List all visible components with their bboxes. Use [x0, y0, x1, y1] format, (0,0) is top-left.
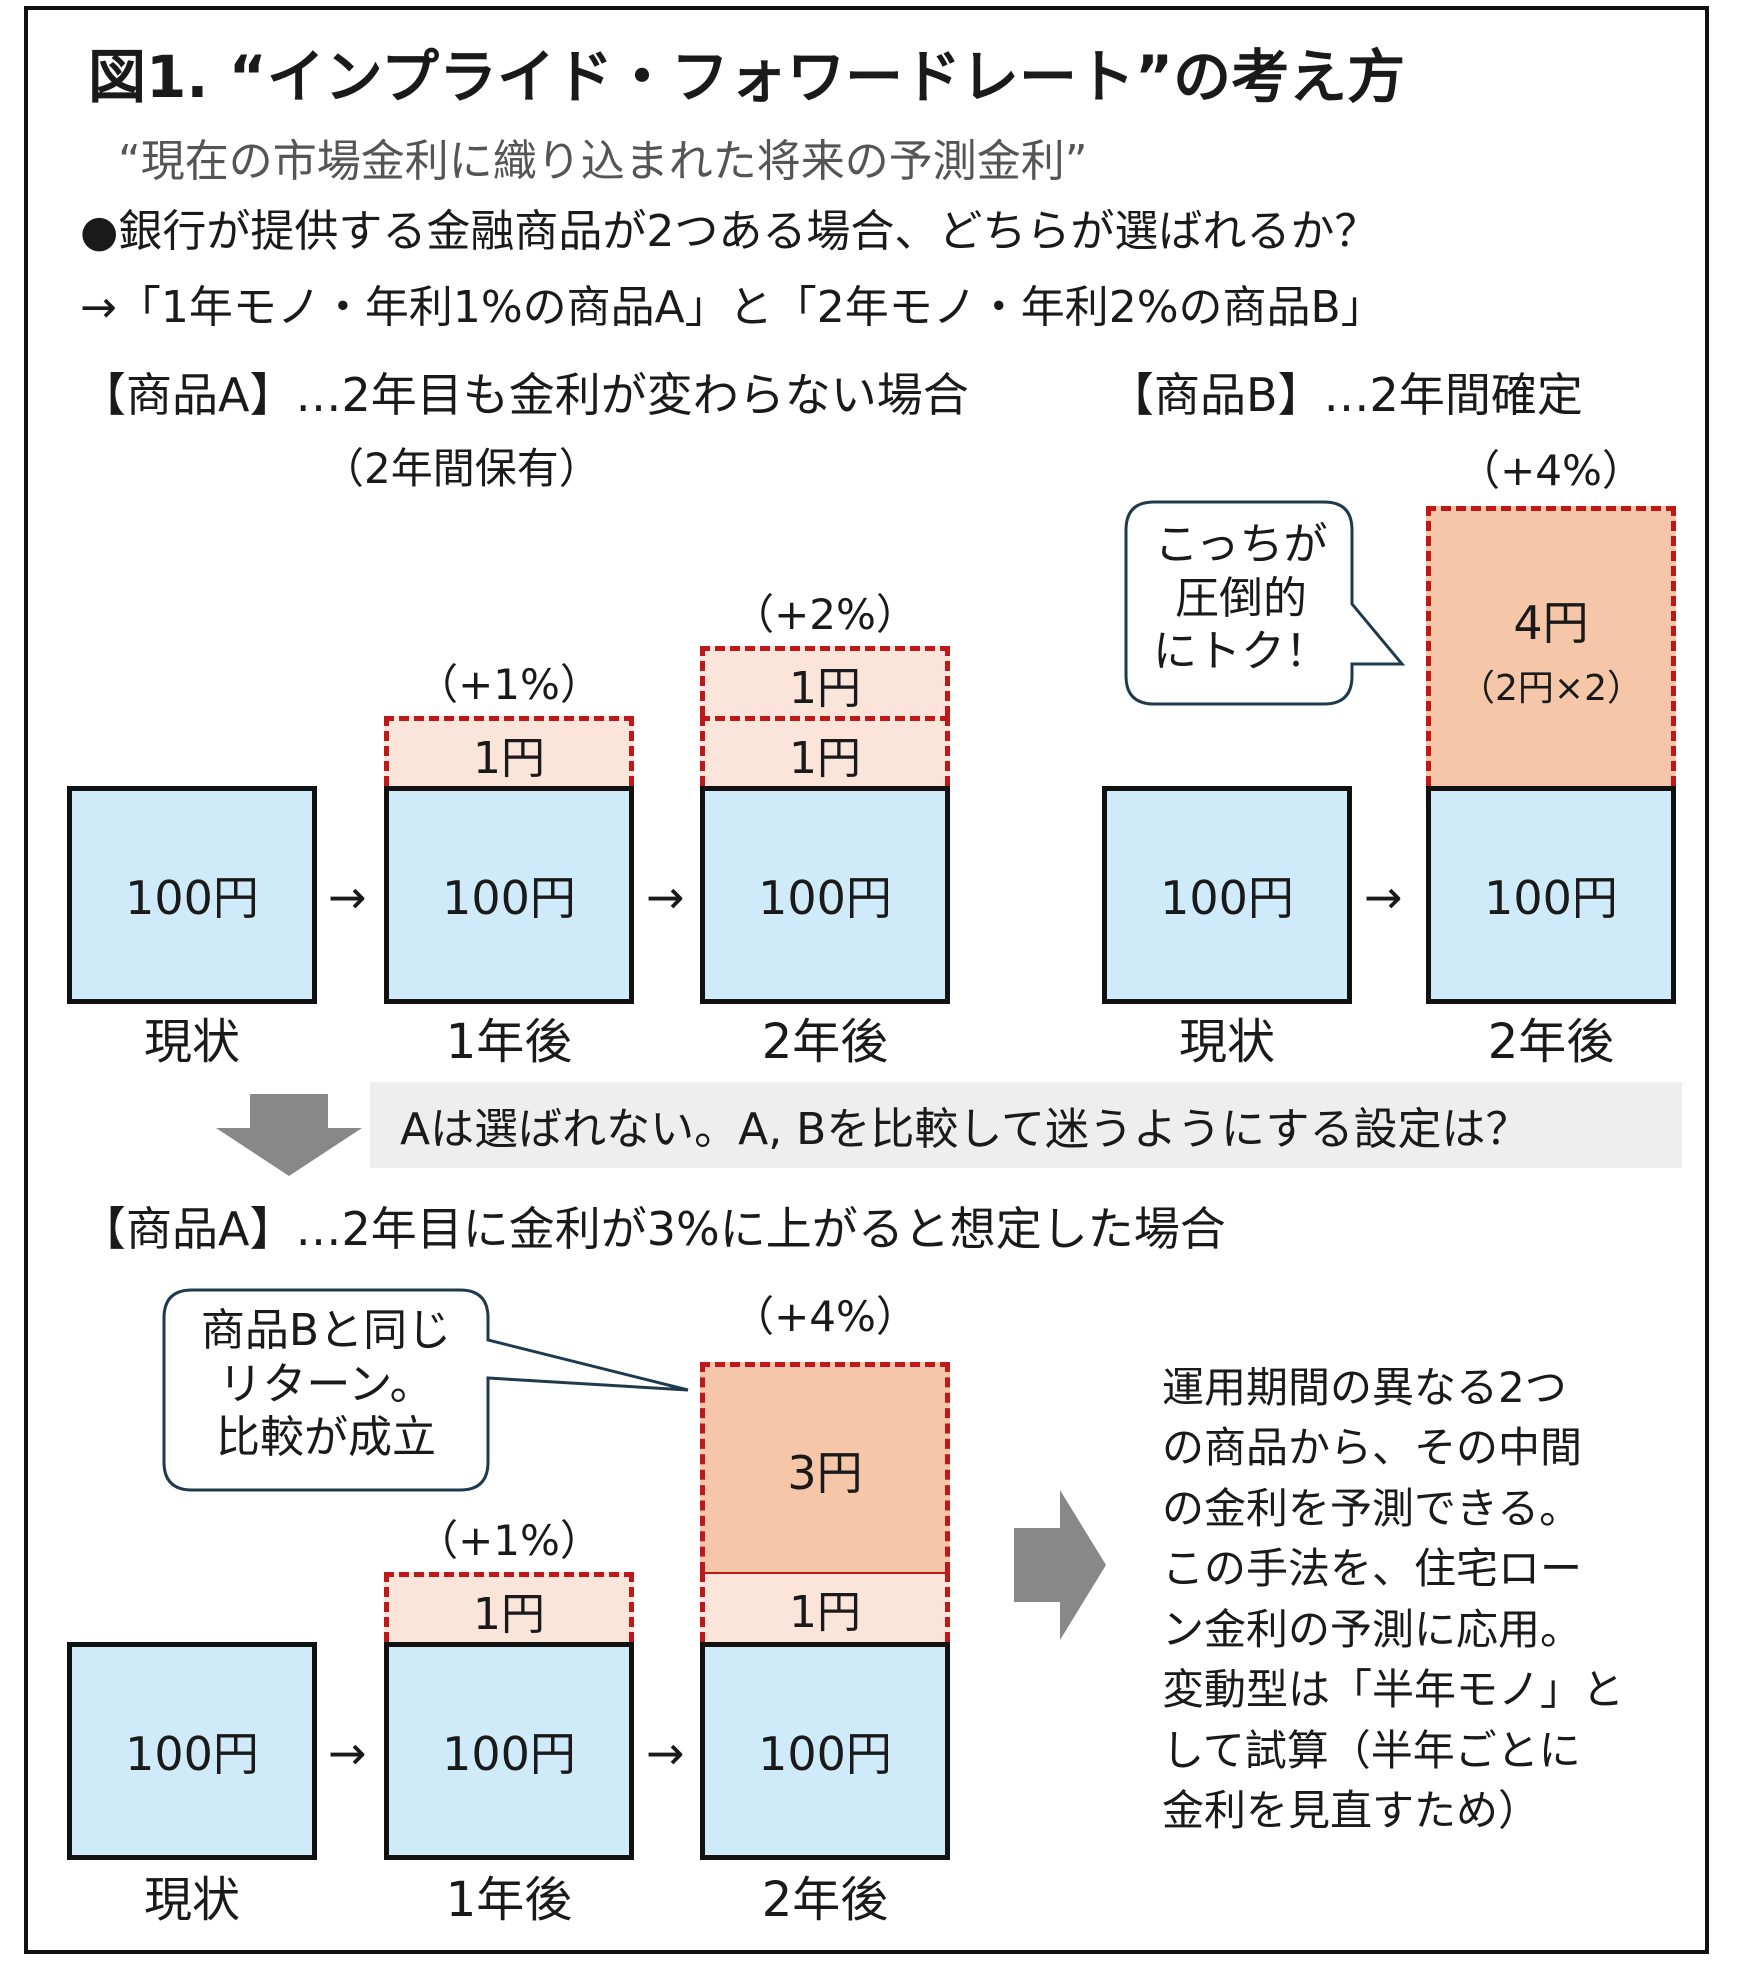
- a2-label-year2: 2年後: [761, 1872, 889, 1928]
- a-label-now: 現状: [143, 1014, 240, 1070]
- a-year2-interest-top: 1円: [700, 646, 950, 716]
- products-text: →「1年モノ・年利1%の商品A」と「2年モノ・年利2%の商品B」: [80, 282, 1385, 333]
- a2-year1-base: 100円: [384, 1642, 634, 1860]
- speech-bubble-b: [1124, 500, 1406, 706]
- bubble-b-line: こっちが: [1154, 519, 1328, 570]
- a-now-base: 100円: [67, 786, 317, 1004]
- right-arrow-icon: [1014, 1490, 1106, 1640]
- a-year1-base: 100円: [384, 786, 634, 1004]
- bubble-b-line: にトク！: [1153, 626, 1329, 678]
- bubble-b-text: こっちが 圧倒的 にトク！: [1128, 518, 1354, 679]
- a2-year2-interest-bottom: 1円: [700, 1572, 950, 1642]
- section-a-sub: （2年間保有）: [322, 444, 601, 493]
- a2-label-now: 現状: [143, 1872, 240, 1928]
- b-year2-base: 100円: [1426, 786, 1676, 1004]
- a2-arrow-2: →: [646, 1726, 685, 1780]
- a-arrow-2: →: [646, 870, 685, 924]
- a2-year2-interest-top: 3円: [700, 1362, 950, 1572]
- transition-note: Aは選ばれない。A, Bを比較して迷うようにする設定は？: [370, 1082, 1682, 1168]
- conclusion-line: 金利を見直すため）: [1162, 1786, 1541, 1836]
- conclusion-line: して試算（半年ごとに: [1162, 1725, 1581, 1775]
- b-arrow: →: [1364, 870, 1403, 924]
- a2-year2-pct: （+4%）: [732, 1292, 918, 1341]
- section-b-header: 【商品B】…2年間確定: [1108, 368, 1583, 422]
- a2-year1-pct: （+1%）: [416, 1516, 602, 1565]
- a-year2-interest-bottom: 1円: [700, 716, 950, 786]
- down-arrow-icon: [216, 1094, 362, 1176]
- conclusion-text: 運用期間の異なる2つ の商品から、その中間 の金利を予測できる。 この手法を、住…: [1162, 1358, 1632, 1842]
- a2-year2-base: 100円: [700, 1642, 950, 1860]
- bubble-b-line: 圧倒的: [1175, 572, 1307, 624]
- question-text: ●銀行が提供する金融商品が2つある場合、どちらが選ばれるか？: [80, 206, 1379, 257]
- bubble-a2-line: 商品Bと同じ: [200, 1305, 452, 1356]
- a2-arrow-1: →: [328, 1726, 367, 1780]
- section-a-header: 【商品A】…2年目も金利が変わらない場合: [80, 368, 969, 422]
- conclusion-line: 運用期間の異なる2つ: [1162, 1363, 1567, 1412]
- figure-subtitle: “現在の市場金利に織り込まれた将来の予測金利”: [118, 136, 1088, 187]
- b-label-year2: 2年後: [1487, 1014, 1615, 1070]
- conclusion-line: ン金利の予測に応用。: [1162, 1604, 1583, 1654]
- a-year2-pct: （+2%）: [732, 590, 918, 639]
- a-year1-pct: （+1%）: [416, 660, 602, 709]
- figure-frame: [24, 6, 1709, 1954]
- a2-now-base: 100円: [67, 1642, 317, 1860]
- b-interest: 4円 （2円×2）: [1426, 506, 1676, 786]
- a-arrow-1: →: [328, 870, 367, 924]
- section-a2-header: 【商品A】…2年目に金利が3%に上がると想定した場合: [80, 1202, 1226, 1256]
- a-label-year2: 2年後: [761, 1014, 889, 1070]
- bubble-a2-text: 商品Bと同じ リターン。 比較が成立: [166, 1304, 486, 1465]
- a-year1-interest: 1円: [384, 716, 634, 786]
- bubble-a2-line: リターン。: [218, 1358, 434, 1410]
- b-interest-value: 4円: [1513, 595, 1589, 650]
- conclusion-line: の金利を予測できる。: [1162, 1483, 1582, 1533]
- a2-label-year1: 1年後: [445, 1872, 573, 1928]
- b-pct: （+4%）: [1458, 446, 1644, 495]
- conclusion-line: の商品から、その中間: [1162, 1423, 1583, 1473]
- figure-title: 図1. “インプライド・フォワードレート”の考え方: [88, 43, 1406, 111]
- b-label-now: 現状: [1178, 1014, 1275, 1070]
- bubble-a2-line: 比較が成立: [216, 1412, 436, 1464]
- speech-bubble-a2: [162, 1288, 689, 1492]
- conclusion-line: この手法を、住宅ロー: [1162, 1544, 1583, 1594]
- a2-year1-interest: 1円: [384, 1572, 634, 1642]
- a-label-year1: 1年後: [445, 1014, 573, 1070]
- a-year2-base: 100円: [700, 786, 950, 1004]
- b-interest-note: （2円×2）: [1459, 667, 1643, 709]
- b-now-base: 100円: [1102, 786, 1352, 1004]
- conclusion-line: 変動型は「半年モノ」と: [1162, 1665, 1625, 1715]
